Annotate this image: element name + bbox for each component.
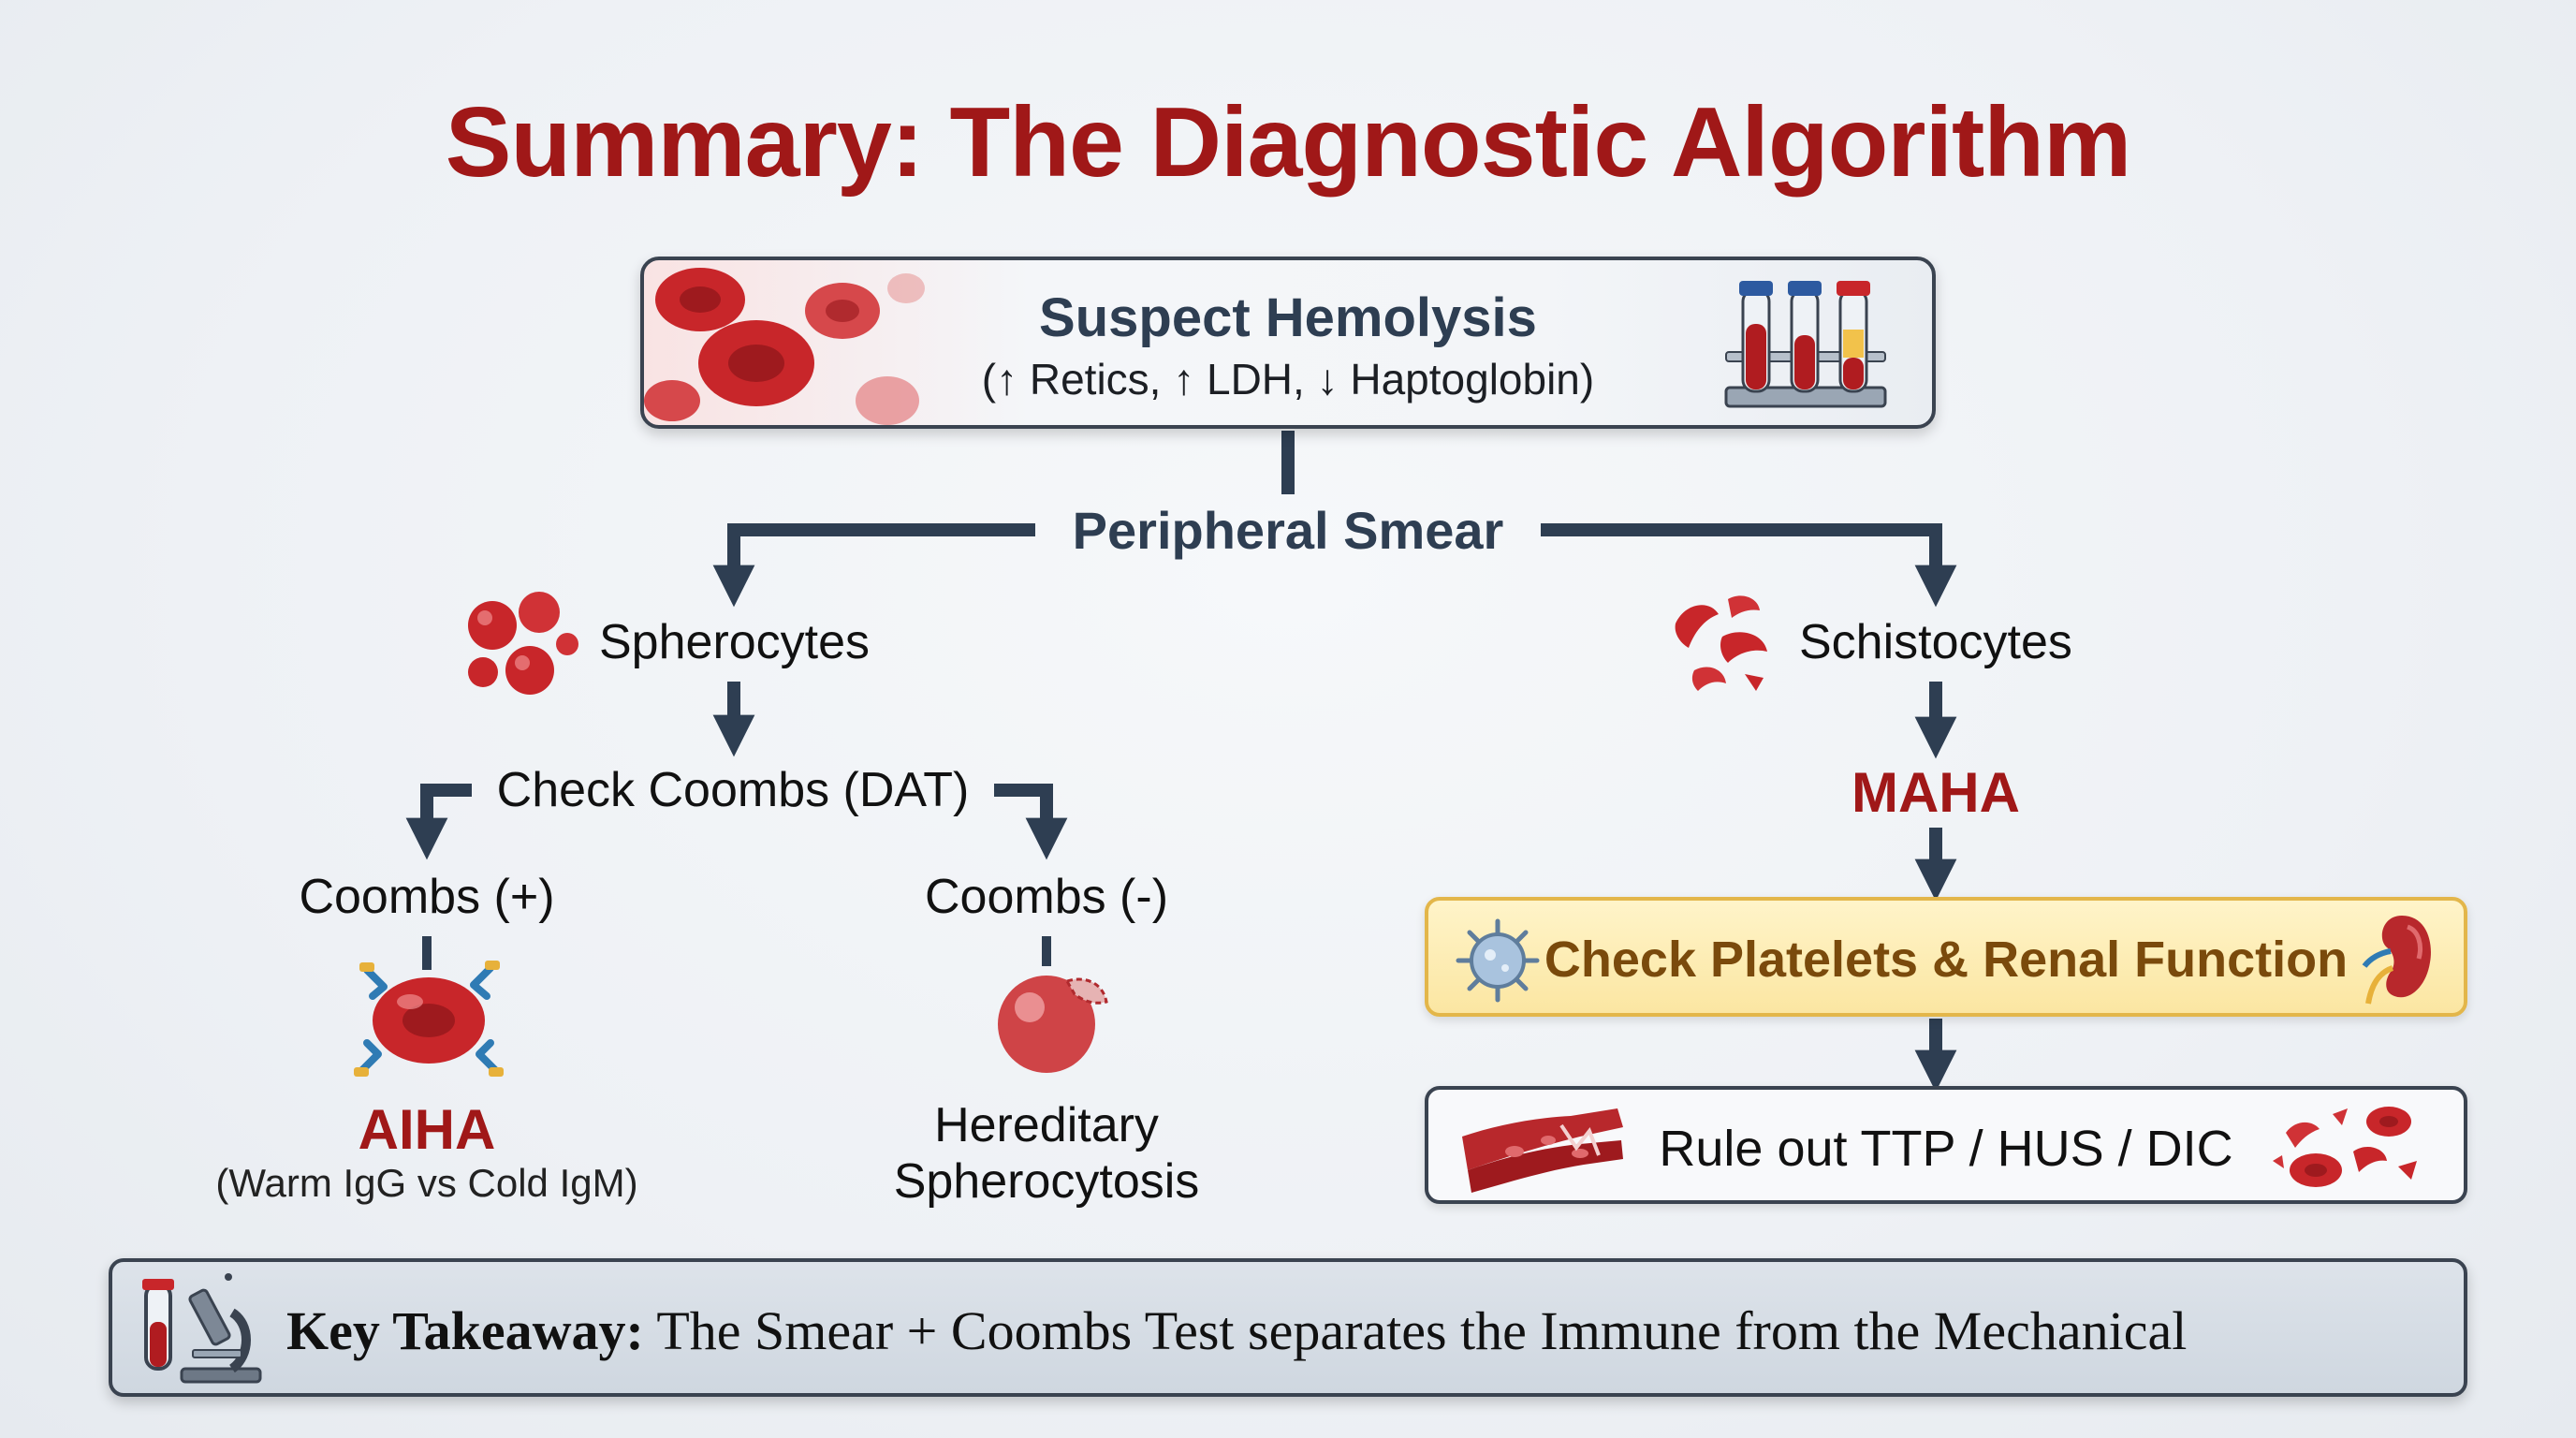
- antibody-cell-icon: [354, 961, 504, 1077]
- arrow-to-schistocytes: [1541, 523, 1957, 608]
- check-platelets-label: Check Platelets & Renal Function: [1544, 932, 2349, 988]
- rule-out-label: Rule out TTP / HUS / DIC: [1659, 1121, 2233, 1177]
- suspect-hemolysis-box: Suspect Hemolysis (↑ Retics, ↑ LDH, ↓ Ha…: [640, 257, 1936, 429]
- suspect-hemolysis-labs: (↑ Retics, ↑ LDH, ↓ Haptoglobin): [981, 355, 1595, 404]
- test-tubes-icon: [1724, 281, 1887, 408]
- maha-label: MAHA: [1852, 761, 2020, 824]
- key-takeaway-body: The Smear + Coombs Test separates the Im…: [656, 1300, 2188, 1361]
- key-takeaway-box: Key Takeaway: The Smear + Coombs Test se…: [109, 1258, 2467, 1397]
- arrow-to-spherocytes: [712, 523, 1035, 608]
- aiha-label: AIHA: [358, 1098, 496, 1161]
- spherocytes-label: Spherocytes: [599, 615, 871, 669]
- key-takeaway-label: Key Takeaway:: [286, 1300, 644, 1361]
- coombs-positive-label: Coombs (+): [299, 870, 555, 924]
- check-platelets-box: Check Platelets & Renal Function: [1425, 897, 2467, 1017]
- arrow-to-coombs-negative: [994, 784, 1068, 860]
- peripheral-smear-label: Peripheral Smear: [1072, 501, 1504, 560]
- schistocytes-icon: [1675, 595, 1767, 691]
- suspect-hemolysis-heading: Suspect Hemolysis: [1039, 287, 1537, 348]
- hereditary-spherocytosis-line1: Hereditary: [934, 1098, 1159, 1152]
- schistocytes-label: Schistocytes: [1799, 615, 2072, 669]
- coombs-negative-label: Coombs (-): [924, 870, 1169, 924]
- platelet-icon: [1456, 918, 1540, 1003]
- microscope-icon: [142, 1273, 262, 1384]
- damaged-vessel-icon: [1462, 1108, 1623, 1193]
- rule-out-box: Rule out TTP / HUS / DIC: [1425, 1086, 2467, 1204]
- key-takeaway-text: Key Takeaway: The Smear + Coombs Test se…: [286, 1299, 2187, 1362]
- page-title: Summary: The Diagnostic Algorithm: [445, 87, 2132, 198]
- hereditary-spherocytosis-line2: Spherocytosis: [893, 1154, 1200, 1209]
- fragmented-cells-icon: [2273, 1107, 2417, 1187]
- spherocytes-icon: [468, 592, 578, 695]
- check-coombs-label: Check Coombs (DAT): [496, 763, 970, 817]
- aiha-detail: (Warm IgG vs Cold IgM): [215, 1161, 638, 1205]
- red-blood-cells-icon: [644, 268, 925, 425]
- kidney-icon: [2362, 916, 2431, 1005]
- arrow-to-coombs-positive: [405, 784, 472, 860]
- spherocyte-cell-icon: [998, 976, 1108, 1073]
